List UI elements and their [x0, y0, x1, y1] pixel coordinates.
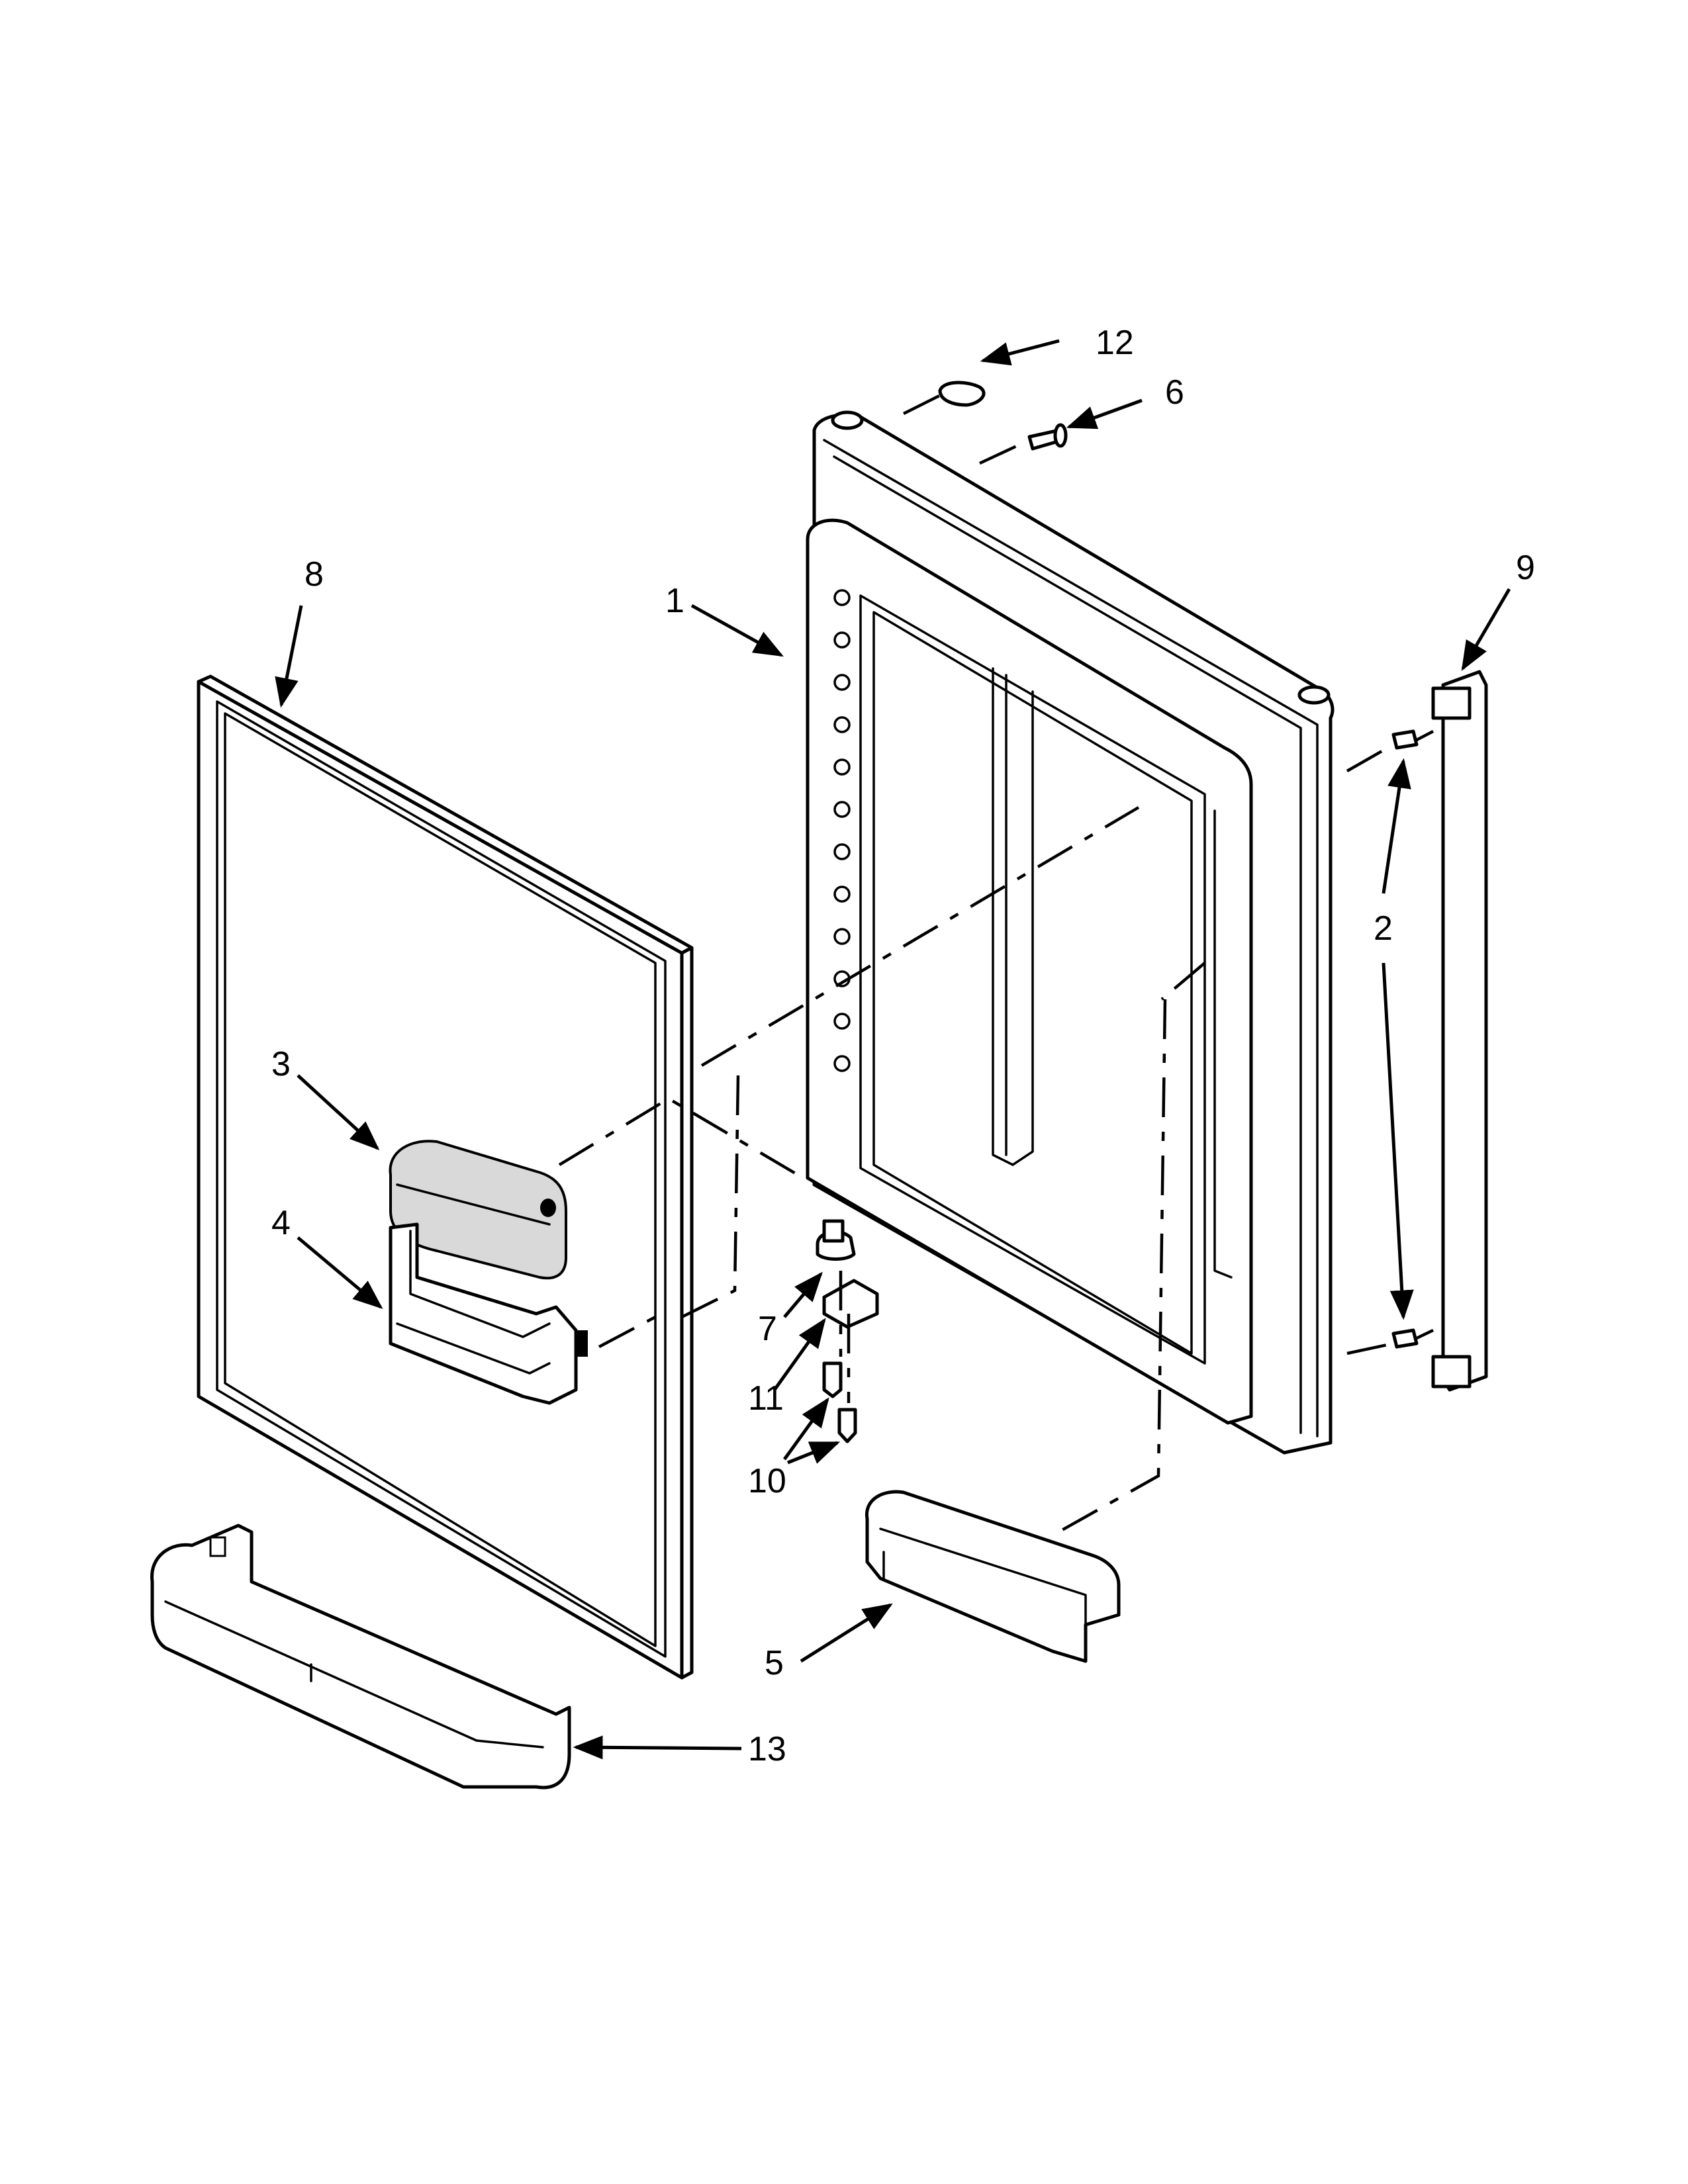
leader-2-bottom [1382, 962, 1414, 1320]
bottom-hinge-bracket [822, 1279, 879, 1329]
leader-7 [783, 1271, 823, 1318]
leader-4 [297, 1236, 383, 1309]
callout-6: 6 [1165, 373, 1184, 412]
leader-arrows [275, 339, 1511, 1760]
leader-9 [1461, 588, 1511, 671]
callout-10: 10 [748, 1462, 786, 1500]
callout-8: 8 [305, 555, 324, 594]
door-liner [806, 410, 1335, 1455]
leader-10b [787, 1441, 841, 1465]
callout-3: 3 [271, 1045, 291, 1083]
leader-12 [980, 339, 1060, 366]
callout-11: 11 [748, 1379, 784, 1418]
leader-10a [782, 1397, 829, 1461]
large-door-bin [150, 1524, 571, 1790]
callout-2: 2 [1374, 909, 1393, 948]
top-hinge-shim [938, 381, 986, 407]
leader-11 [773, 1318, 826, 1391]
callout-5: 5 [765, 1644, 784, 1682]
handle-screws [1391, 729, 1419, 1349]
callout-7: 7 [758, 1310, 777, 1348]
callout-labels: 12 6 1 8 9 2 3 4 7 11 10 5 13 [271, 324, 1535, 1768]
callout-9: 9 [1516, 549, 1535, 587]
callout-13: 13 [748, 1730, 786, 1768]
callout-4: 4 [271, 1204, 291, 1242]
leader-1 [690, 604, 784, 657]
leader-3 [297, 1074, 380, 1151]
door-handle [1431, 670, 1488, 1392]
callout-1: 1 [665, 582, 684, 620]
leader-13 [573, 1735, 742, 1760]
small-door-bin [865, 1490, 1121, 1663]
leader-2-top [1382, 758, 1411, 894]
liner-shelf-studs [833, 589, 851, 1072]
hinge-pin [1027, 423, 1068, 451]
leader-5 [800, 1603, 893, 1663]
dispenser-cover [389, 1140, 567, 1280]
alignment-lines [558, 392, 1434, 1537]
hinge-screws [822, 1361, 857, 1443]
callout-12: 12 [1096, 324, 1134, 362]
leader-8 [275, 605, 303, 708]
leader-6 [1066, 398, 1143, 430]
dispenser-bracket [389, 1222, 588, 1405]
hinge-bearing [816, 1219, 856, 1261]
